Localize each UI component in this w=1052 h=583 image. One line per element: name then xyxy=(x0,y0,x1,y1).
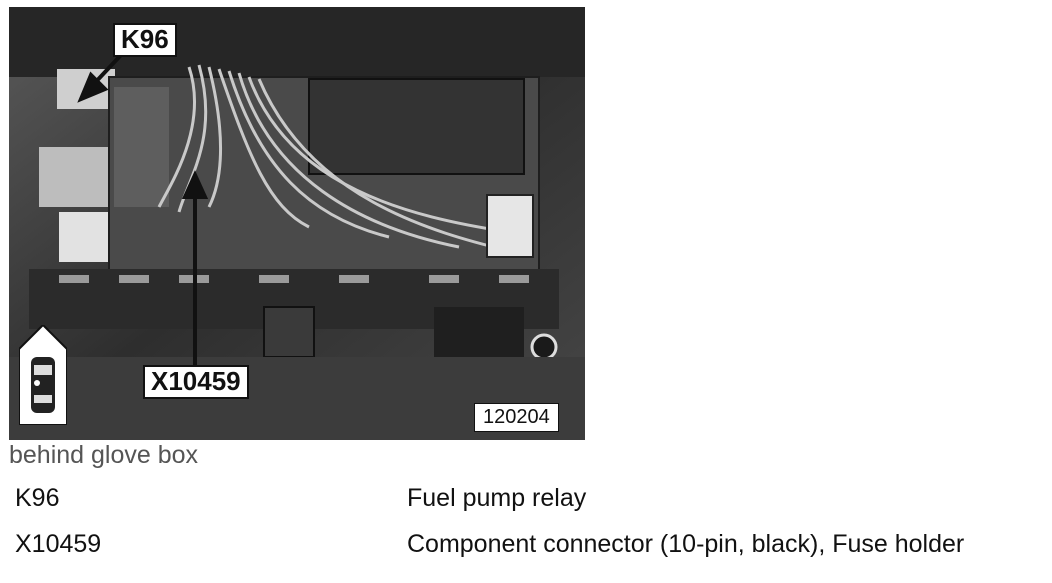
car-top-view-icon xyxy=(19,325,67,425)
legend-row: K96 Fuel pump relay xyxy=(9,476,1049,522)
legend-code: K96 xyxy=(15,483,60,512)
legend-description: Fuel pump relay xyxy=(407,483,587,512)
component-location-photo: K96 X10459 120204 xyxy=(9,7,585,440)
fuse-box-photo-illustration xyxy=(9,7,585,440)
location-caption: behind glove box xyxy=(9,441,199,469)
legend-description: Component connector (10-pin, black), Fus… xyxy=(407,529,965,558)
callout-k96: K96 xyxy=(113,23,177,57)
legend-row: X10459 Component connector (10-pin, blac… xyxy=(9,522,1049,568)
component-legend-table: K96 Fuel pump relay X10459 Component con… xyxy=(9,476,1049,568)
callout-x10459: X10459 xyxy=(143,365,249,399)
legend-code: X10459 xyxy=(15,529,102,558)
figure-number: 120204 xyxy=(474,403,559,432)
